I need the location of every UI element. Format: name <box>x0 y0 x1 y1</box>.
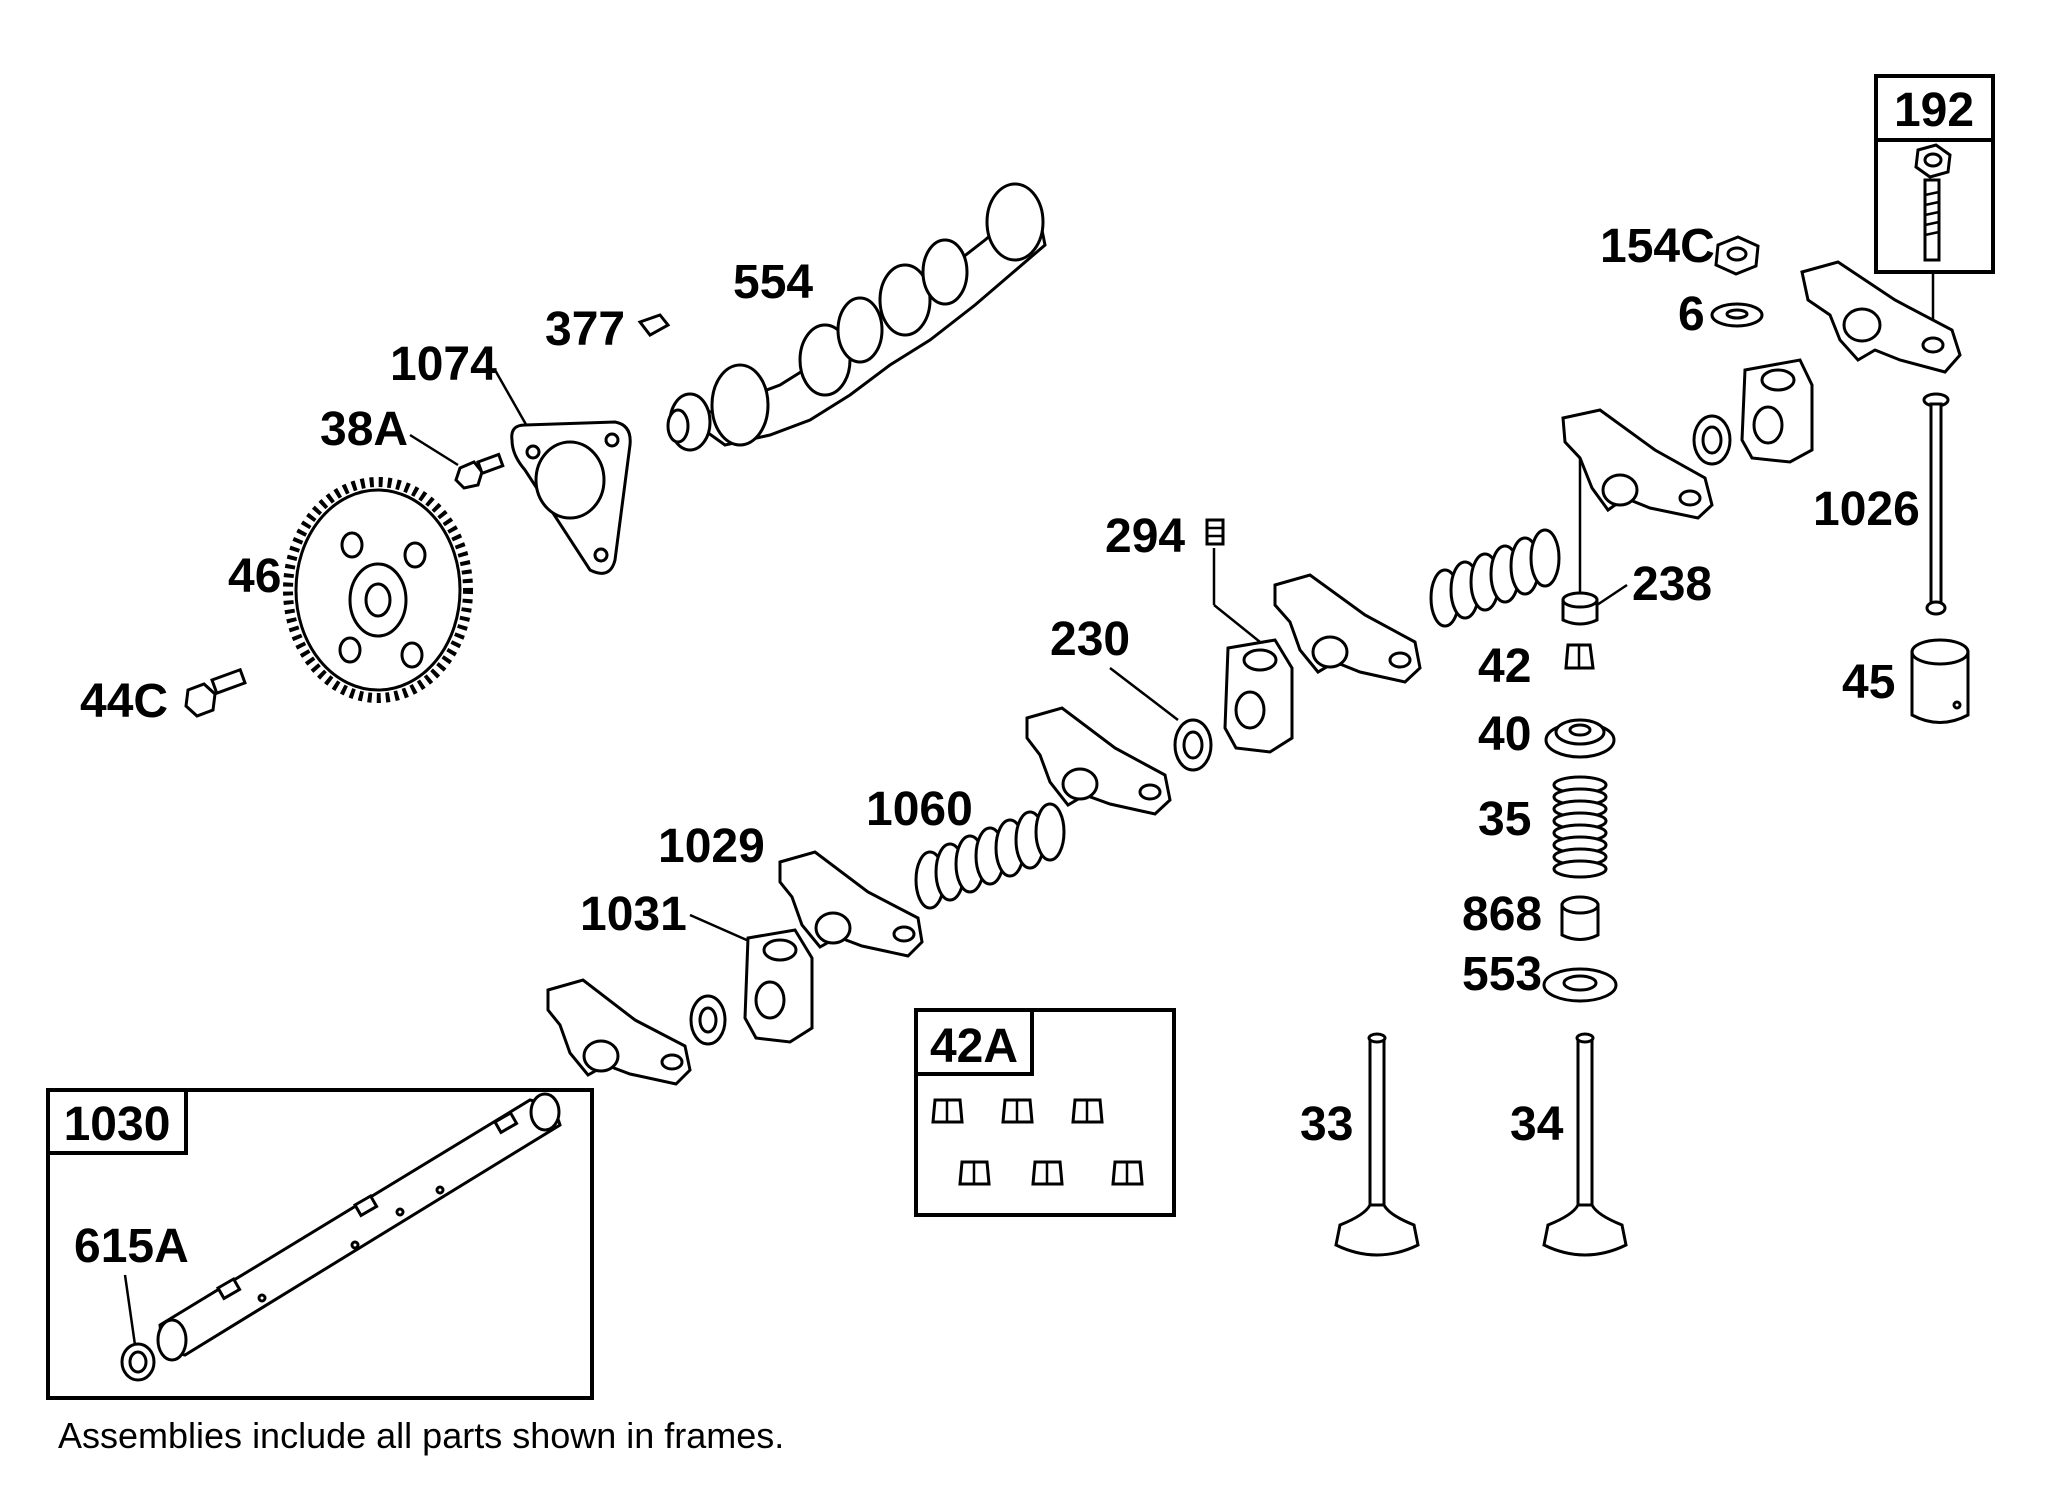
label-230: 230 <box>1050 613 1130 666</box>
washer-6 <box>1710 302 1764 328</box>
set-screw-294 <box>1205 518 1225 546</box>
label-6: 6 <box>1678 288 1705 341</box>
label-34: 34 <box>1510 1098 1564 1151</box>
label-1074: 1074 <box>390 338 497 391</box>
rocker-shaft-1030 <box>156 1092 562 1362</box>
valve-spring-35 <box>1552 775 1608 879</box>
key-377 <box>637 313 671 337</box>
valve-34 <box>1542 1032 1628 1257</box>
label-1029: 1029 <box>658 820 765 873</box>
nut-154C <box>1714 235 1760 276</box>
label-46: 46 <box>228 550 281 603</box>
label-554: 554 <box>733 256 813 309</box>
label-154C: 154C <box>1600 220 1715 273</box>
frame-42A: 42A <box>914 1008 1176 1217</box>
rocker-arm-left <box>546 978 692 1086</box>
label-35: 35 <box>1478 793 1531 846</box>
ring-615A <box>120 1342 156 1382</box>
label-238: 238 <box>1632 558 1712 611</box>
keeper-42 <box>1564 643 1595 670</box>
label-294: 294 <box>1105 510 1185 563</box>
nut-and-stud-192 <box>1914 143 1952 262</box>
rocker-arm-1029 <box>778 850 924 958</box>
keepers-42A <box>931 1098 1144 1186</box>
label-1030: 1030 <box>64 1098 171 1151</box>
cap-238 <box>1561 591 1599 626</box>
label-40: 40 <box>1478 708 1531 761</box>
label-42A: 42A <box>930 1020 1018 1073</box>
rocker-arm-midleft <box>1025 706 1172 816</box>
thrust-plate-1074 <box>510 420 632 575</box>
label-615A: 615A <box>74 1220 189 1273</box>
washer-left <box>689 994 727 1046</box>
sleeve-45 <box>1910 638 1970 724</box>
rocker-arm-right <box>1561 408 1714 520</box>
bolt-44C <box>184 667 247 718</box>
label-45: 45 <box>1842 656 1895 709</box>
screw-38A <box>454 452 505 490</box>
support-block-mid <box>1223 638 1294 754</box>
footer-note: Assemblies include all parts shown in fr… <box>58 1415 784 1456</box>
washer-553 <box>1542 967 1618 1003</box>
support-block-right <box>1740 358 1814 464</box>
spring-right <box>1429 528 1561 628</box>
washer-right <box>1692 414 1732 466</box>
support-block-1031 <box>743 928 814 1044</box>
pushrod-1026 <box>1922 392 1950 616</box>
valve-seal-868 <box>1560 895 1600 941</box>
valve-33 <box>1334 1032 1420 1257</box>
rocker-arm-mid <box>1273 573 1422 684</box>
label-42: 42 <box>1478 640 1531 693</box>
label-1031: 1031 <box>580 888 687 941</box>
camshaft-554 <box>666 182 1047 452</box>
rocker-arm-top <box>1800 260 1962 374</box>
cam-gear-46 <box>283 477 473 703</box>
spring-1060 <box>914 802 1066 910</box>
label-1026: 1026 <box>1813 483 1920 536</box>
label-44C: 44C <box>80 675 168 728</box>
retainer-40 <box>1544 718 1616 759</box>
frame-1030: 1030 615A <box>46 1088 594 1400</box>
label-377: 377 <box>545 303 625 356</box>
label-33: 33 <box>1300 1098 1353 1151</box>
washer-230 <box>1173 718 1213 772</box>
label-192: 192 <box>1894 84 1974 137</box>
frame-192: 192 <box>1874 74 1995 274</box>
label-868: 868 <box>1462 888 1542 941</box>
label-553: 553 <box>1462 948 1542 1001</box>
label-1060: 1060 <box>866 783 973 836</box>
label-38A: 38A <box>320 403 408 456</box>
